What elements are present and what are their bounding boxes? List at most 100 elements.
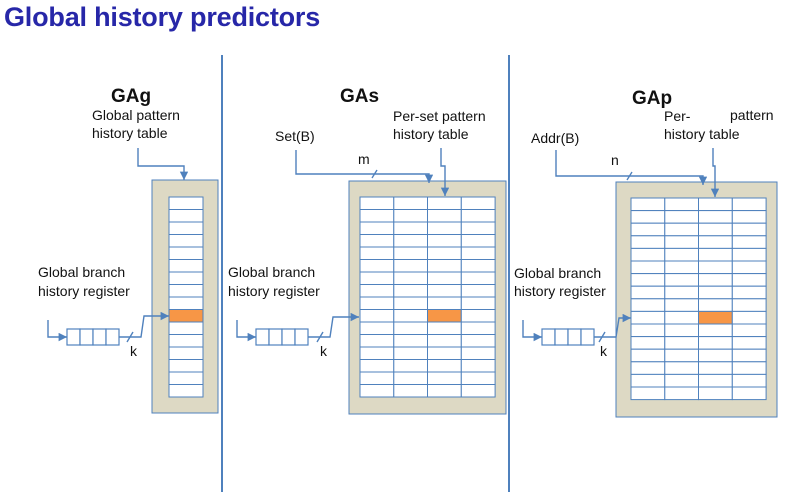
counter-cell <box>630 336 666 350</box>
counter-cell <box>698 348 733 363</box>
counter-cell <box>698 235 733 249</box>
selected-counter-cell <box>168 309 204 323</box>
history-bit-cell <box>580 328 595 346</box>
counter-cell <box>393 309 429 323</box>
counter-cell <box>664 285 700 300</box>
counter-cell <box>359 284 395 298</box>
counter-cell <box>698 210 733 224</box>
gap-register-label-line2: history register <box>514 283 606 299</box>
gap-k-slash <box>598 331 606 343</box>
counter-cell <box>460 234 496 248</box>
counter-cell <box>427 371 462 385</box>
counter-cell <box>731 273 767 287</box>
counter-cell <box>460 321 496 335</box>
counter-cell <box>359 321 395 335</box>
counter-cell <box>731 235 767 249</box>
counter-cell <box>359 346 395 360</box>
counter-cell <box>698 197 733 212</box>
counter-cell <box>664 373 700 388</box>
counter-cell <box>460 271 496 285</box>
counter-cell <box>731 260 767 275</box>
counter-cell <box>393 334 429 348</box>
counter-cell <box>393 209 429 223</box>
counter-cell <box>168 209 204 223</box>
gas-index-arrow <box>308 312 359 338</box>
gap-register-label-line1: Global branch <box>514 265 602 281</box>
counter-cell <box>630 285 666 300</box>
counter-cell <box>731 386 767 401</box>
counter-cell <box>359 271 395 285</box>
counter-cell <box>664 386 700 401</box>
counter-cell <box>630 348 666 363</box>
gag-table-cells <box>168 196 204 398</box>
counter-cell <box>427 209 462 223</box>
counter-cell <box>664 361 700 375</box>
gap-n-label: n <box>611 152 619 168</box>
counter-cell <box>168 371 204 385</box>
gas-register-label-line1: Global branch <box>228 264 316 280</box>
counter-cell <box>664 222 700 237</box>
counter-cell <box>460 296 496 310</box>
gap-register-input-arrow <box>522 320 542 342</box>
history-bit-cell <box>105 328 120 346</box>
history-bit-cell <box>567 328 582 346</box>
counter-cell <box>427 334 462 348</box>
counter-cell <box>630 298 666 312</box>
counter-cell <box>168 284 204 298</box>
counter-cell <box>731 373 767 388</box>
counter-cell <box>630 386 666 401</box>
page-title: Global history predictors <box>4 2 321 32</box>
gag-table-label-line1: Global pattern <box>92 107 180 123</box>
counter-cell <box>427 284 462 298</box>
counter-cell <box>731 323 767 338</box>
counter-cell <box>168 234 204 248</box>
history-bit-cell <box>541 328 556 346</box>
counter-cell <box>664 310 700 325</box>
counter-cell <box>168 346 204 360</box>
counter-cell <box>393 221 429 235</box>
gas-set-label: Set(B) <box>275 128 315 144</box>
gas-heading: GAs <box>340 86 380 107</box>
gag-history-register <box>66 328 120 346</box>
gas-table-label-line1: Per-set pattern <box>393 108 486 124</box>
gag-heading: GAg <box>111 86 152 107</box>
counter-cell <box>731 348 767 363</box>
gag-table-label-line2: history table <box>92 125 168 141</box>
gas-table-label-line2: history table <box>393 126 469 142</box>
gas-table-cells <box>359 196 496 398</box>
gap-n-slash <box>626 171 633 181</box>
gap-table-label-line1b: pattern <box>730 107 774 123</box>
counter-cell <box>168 334 204 348</box>
counter-cell <box>630 197 666 212</box>
counter-cell <box>460 359 496 373</box>
counter-cell <box>698 386 733 401</box>
counter-cell <box>731 336 767 350</box>
gap-history-register <box>541 328 595 346</box>
counter-cell <box>698 323 733 338</box>
counter-cell <box>630 373 666 388</box>
gap-table-label-line2: history table <box>664 126 740 142</box>
gag-register-label-line1: Global branch <box>38 264 126 280</box>
counter-cell <box>393 196 429 210</box>
gap-heading: GAp <box>632 88 673 109</box>
counter-cell <box>427 384 462 398</box>
counter-cell <box>359 384 395 398</box>
history-bit-cell <box>268 328 283 346</box>
counter-cell <box>731 247 767 262</box>
counter-cell <box>630 247 666 262</box>
counter-cell <box>664 210 700 224</box>
gag-table-label-arrow <box>137 148 189 180</box>
history-bit-cell <box>92 328 107 346</box>
gas-m-slash <box>371 169 378 179</box>
gap-k-label: k <box>600 343 607 359</box>
counter-cell <box>664 348 700 363</box>
counter-cell <box>427 259 462 273</box>
counter-cell <box>168 384 204 398</box>
gag-register-label-line2: history register <box>38 283 130 299</box>
counter-cell <box>664 235 700 249</box>
counter-cell <box>393 321 429 335</box>
counter-cell <box>168 259 204 273</box>
counter-cell <box>359 234 395 248</box>
counter-cell <box>393 259 429 273</box>
